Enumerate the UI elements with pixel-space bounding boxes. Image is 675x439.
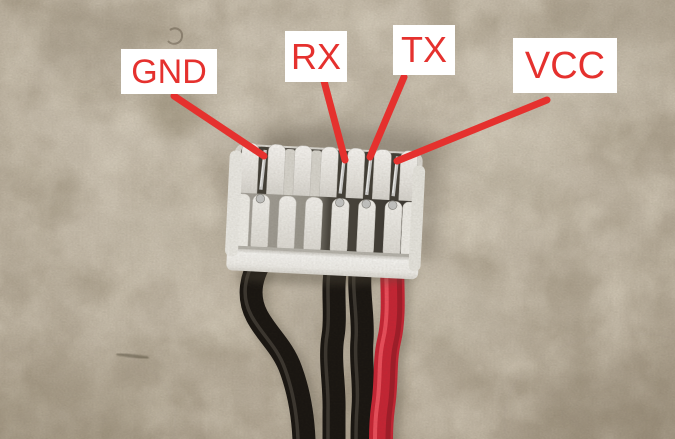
leader-lines [170,73,551,165]
leader-line-rx [320,77,349,164]
pin-label-vcc: VCC [513,38,617,93]
leader-line-gnd [170,92,268,160]
leader-line-vcc [393,96,551,165]
pin-label-rx: RX [285,31,347,82]
pin-label-gnd: GND [121,49,217,94]
pin-label-tx: TX [393,25,455,75]
leader-line-tx [366,73,408,161]
